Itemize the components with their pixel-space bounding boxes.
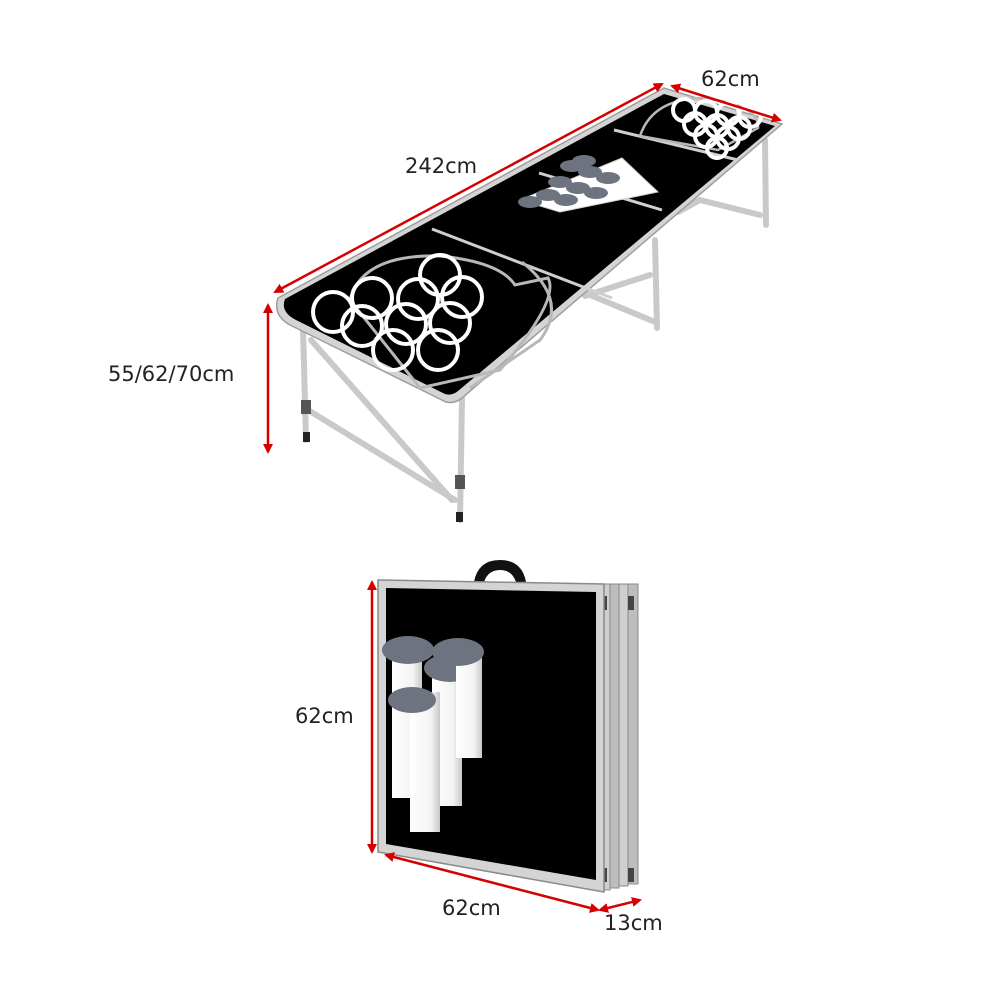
length-arrow xyxy=(273,82,664,294)
table-top-surface xyxy=(283,94,775,395)
carry-handle xyxy=(474,560,526,582)
folded-width-label: 62cm xyxy=(442,896,501,920)
height-label: 55/62/70cm xyxy=(108,362,234,386)
folded-cups-graphic xyxy=(382,636,484,832)
folded-depth-arrow xyxy=(598,897,642,913)
folded-width-arrow xyxy=(384,852,600,913)
width-arrow xyxy=(670,83,782,123)
folded-depth-label: 13cm xyxy=(604,911,663,935)
length-label: 242cm xyxy=(405,154,477,178)
width-label: 62cm xyxy=(701,67,760,91)
folded-height-label: 62cm xyxy=(295,704,354,728)
folded-table: 62cm 62cm 13cm xyxy=(295,560,663,935)
open-table: 242cm 62cm 55/62/70cm xyxy=(108,67,784,523)
